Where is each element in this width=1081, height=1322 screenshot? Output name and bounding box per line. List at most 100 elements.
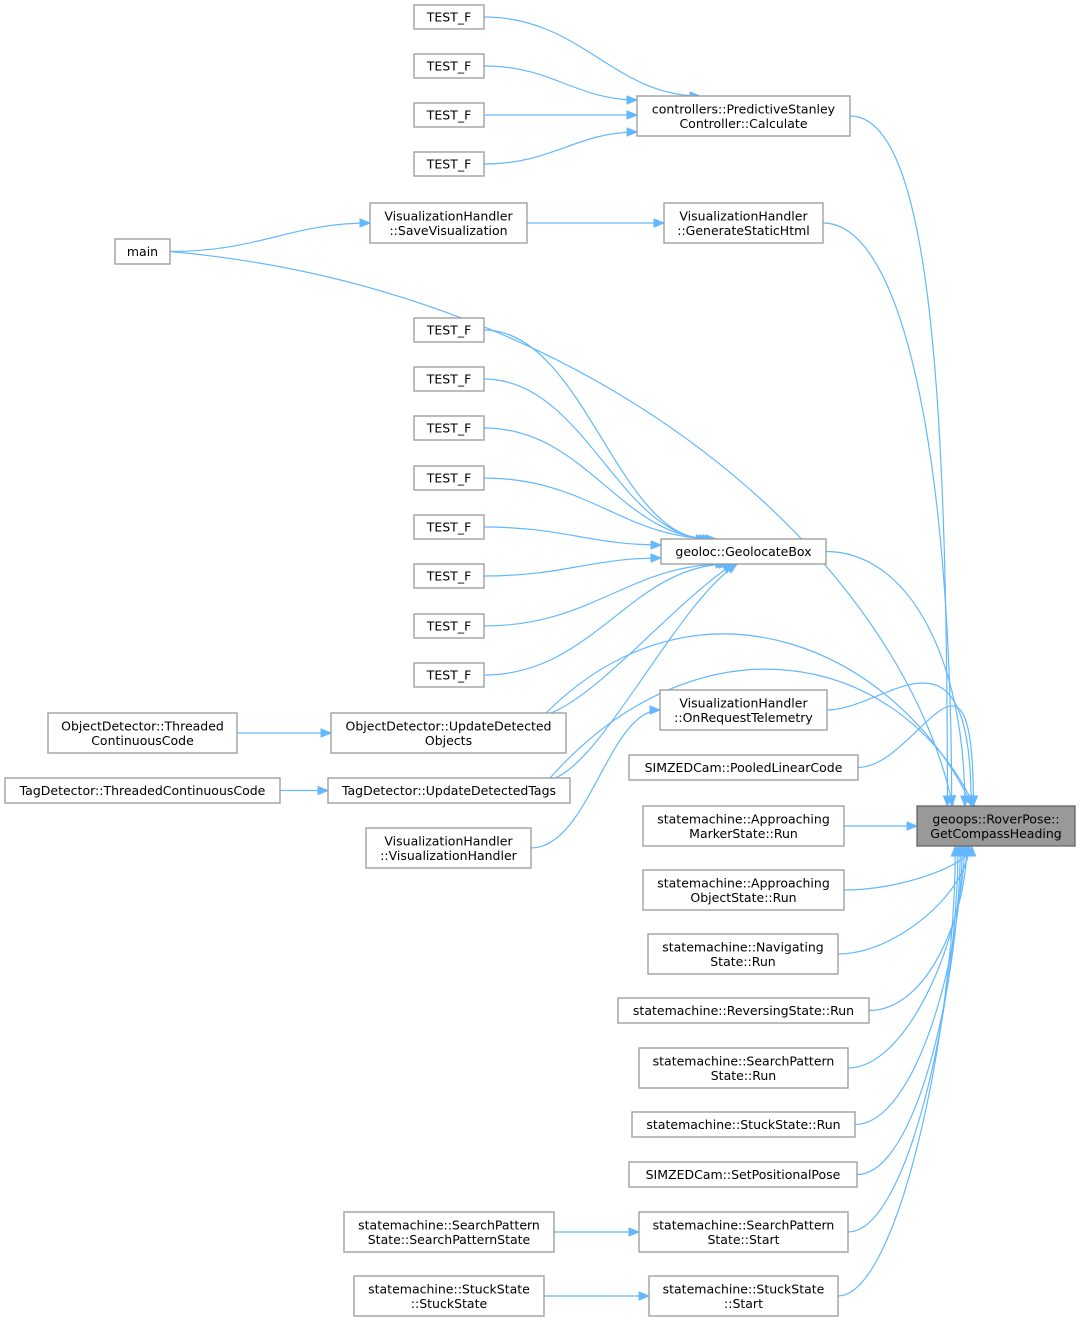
edge-setpose-to-target (856, 845, 961, 1176)
graph-node-pooled[interactable]: SIMZEDCam::PooledLinearCode (628, 754, 859, 781)
graph-node-t2[interactable]: TEST_F (413, 53, 485, 79)
arrowhead-icon (968, 795, 979, 808)
node-label: TEST_F (426, 569, 472, 584)
graph-node-t6[interactable]: TEST_F (413, 366, 485, 392)
node-label: ContinuousCode (91, 733, 194, 748)
edge-spstart-to-target (847, 845, 959, 1233)
graph-node-telem[interactable]: VisualizationHandler::OnRequestTelemetry (659, 689, 828, 731)
node-label: ::GenerateStaticHtml (677, 223, 810, 238)
graph-node-genhtml[interactable]: VisualizationHandler::GenerateStaticHtml (663, 202, 824, 244)
node-label: ObjectDetector::Threaded (61, 718, 224, 733)
node-label: statemachine::Navigating (662, 939, 824, 954)
node-box (660, 538, 827, 565)
node-label: statemachine::ReversingState::Run (633, 1003, 854, 1018)
node-label: TEST_F (426, 10, 472, 25)
arrowhead-icon (359, 218, 372, 228)
edge-rev-to-target (868, 845, 968, 1012)
graph-node-t4[interactable]: TEST_F (413, 151, 485, 177)
target-node[interactable]: geoops::RoverPose::GetCompassHeading (916, 805, 1076, 847)
graph-node-t1[interactable]: TEST_F (413, 4, 485, 30)
node-label: TEST_F (426, 372, 472, 387)
node-box (327, 777, 571, 804)
node-label: statemachine::Approaching (657, 875, 830, 890)
node-label: TEST_F (426, 520, 472, 535)
arrowhead-icon (626, 95, 639, 105)
arrowhead-icon (649, 705, 662, 715)
node-box (365, 827, 532, 869)
node-label: TEST_F (426, 471, 472, 486)
node-box (648, 1275, 839, 1317)
node-label: statemachine::StuckState (663, 1281, 825, 1296)
graph-node-t9[interactable]: TEST_F (413, 514, 485, 540)
graph-node-tagupd[interactable]: TagDetector::UpdateDetectedTags (327, 777, 571, 804)
node-label: VisualizationHandler (384, 833, 513, 848)
graph-node-t10[interactable]: TEST_F (413, 563, 485, 589)
edge-t6-to-geoloc (483, 378, 710, 540)
edge-calc-to-target (849, 115, 948, 807)
node-box (631, 1111, 856, 1138)
node-label: TEST_F (426, 157, 472, 172)
node-box (647, 933, 839, 975)
node-box (343, 1211, 555, 1253)
edge-t2-to-calc (483, 65, 638, 101)
graph-node-t12[interactable]: TEST_F (413, 662, 485, 688)
graph-node-sprun[interactable]: statemachine::SearchPatternState::Run (638, 1047, 849, 1089)
arrowhead-icon (945, 794, 956, 808)
edge-t9-to-geoloc (483, 526, 662, 546)
graph-node-rev[interactable]: statemachine::ReversingState::Run (617, 997, 870, 1024)
arrowhead-icon (320, 728, 333, 738)
node-label: SIMZEDCam::SetPositionalPose (646, 1167, 841, 1182)
graph-node-geoloc[interactable]: geoloc::GeolocateBox (660, 538, 827, 565)
graph-node-spctor[interactable]: statemachine::SearchPatternState::Search… (343, 1211, 555, 1253)
graph-node-stuckstart[interactable]: statemachine::StuckState::Start (648, 1275, 839, 1317)
node-box (413, 613, 485, 639)
arrowhead-icon (725, 563, 739, 574)
graph-node-appobj[interactable]: statemachine::ApproachingObjectState::Ru… (642, 869, 845, 911)
edge-t7-to-geoloc (483, 427, 713, 540)
graph-node-savevis[interactable]: VisualizationHandler::SaveVisualization (369, 202, 528, 244)
edge-geoloc-to-target (825, 550, 966, 807)
node-label: GetCompassHeading (930, 826, 1061, 841)
graph-node-t7[interactable]: TEST_F (413, 415, 485, 441)
graph-node-tagthr[interactable]: TagDetector::ThreadedContinuousCode (4, 777, 281, 804)
node-box (413, 514, 485, 540)
node-label: ObjectState::Run (690, 890, 796, 905)
graph-node-calc[interactable]: controllers::PredictiveStanleyController… (636, 95, 851, 137)
node-box (628, 754, 859, 781)
graph-node-vishctor[interactable]: VisualizationHandler::VisualizationHandl… (365, 827, 532, 869)
node-box (413, 53, 485, 79)
graph-node-t3[interactable]: TEST_F (413, 102, 485, 128)
node-label: ObjectDetector::UpdateDetected (346, 718, 552, 733)
arrowhead-icon (650, 553, 663, 563)
graph-node-setpose[interactable]: SIMZEDCam::SetPositionalPose (628, 1161, 858, 1188)
edge-vishctor-to-telem (530, 709, 661, 849)
graph-node-main[interactable]: main (114, 238, 171, 265)
graph-node-t11[interactable]: TEST_F (413, 613, 485, 639)
graph-node-spstart[interactable]: statemachine::SearchPatternState::Start (638, 1211, 849, 1253)
edge-main-to-savevis (169, 222, 371, 253)
node-box (4, 777, 281, 804)
arrowhead-icon (317, 785, 330, 796)
node-box (413, 563, 485, 589)
node-label: main (127, 244, 158, 259)
graph-node-appmark[interactable]: statemachine::ApproachingMarkerState::Ru… (642, 805, 845, 847)
node-box (47, 712, 238, 754)
node-box (114, 238, 171, 265)
graph-node-objthr[interactable]: ObjectDetector::ThreadedContinuousCode (47, 712, 238, 754)
edge-tagupd-to-geoloc (554, 563, 738, 779)
node-label: Controller::Calculate (679, 116, 807, 131)
arrowhead-icon (626, 127, 639, 137)
arrowhead-icon (628, 1227, 641, 1237)
graph-node-stuckctor[interactable]: statemachine::StuckState::StuckState (353, 1275, 545, 1317)
node-box (617, 997, 870, 1024)
graph-node-stuckrun[interactable]: statemachine::StuckState::Run (631, 1111, 856, 1138)
node-label: VisualizationHandler (384, 208, 513, 223)
arrowhead-icon (638, 1291, 651, 1301)
node-label: ::StuckState (411, 1296, 488, 1311)
graph-node-t8[interactable]: TEST_F (413, 465, 485, 491)
node-box (413, 151, 485, 177)
graph-node-t5[interactable]: TEST_F (413, 317, 485, 343)
